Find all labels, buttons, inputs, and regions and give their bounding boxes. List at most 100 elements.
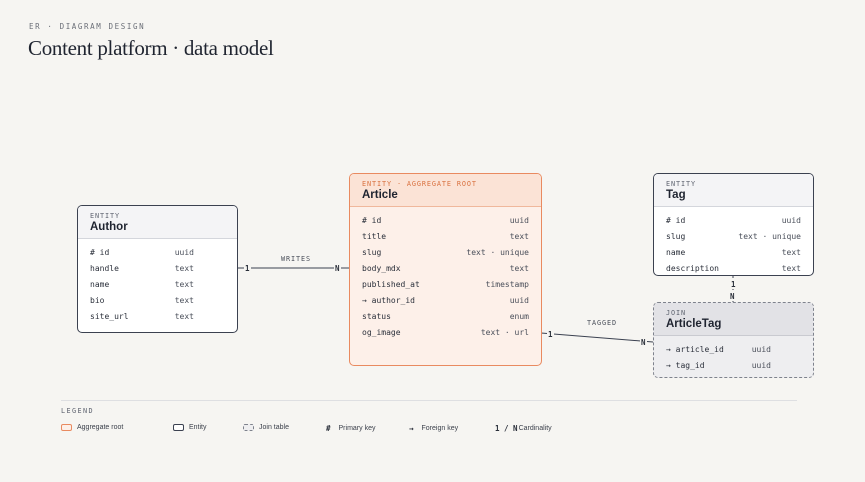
- field-name: status: [362, 311, 391, 321]
- legend-join: Join table: [243, 424, 289, 431]
- legend: Aggregate root Entity Join table # Prima…: [61, 424, 821, 436]
- entity-article-kind: ENTITY · AGGREGATE ROOT: [362, 180, 477, 188]
- field-type: text: [174, 295, 194, 305]
- field-row: title text: [362, 228, 529, 244]
- field-row: name text: [666, 244, 801, 260]
- field-row: bio text: [90, 292, 225, 308]
- legend-entity: Entity: [173, 424, 207, 431]
- legend-divider: [61, 400, 797, 401]
- field-row: status enum: [362, 308, 529, 324]
- cardinality-glyph: 1 / N: [495, 424, 518, 433]
- field-type: uuid: [751, 344, 771, 354]
- field-type: text: [174, 279, 194, 289]
- legend-cardinality: 1 / N Cardinality: [495, 424, 552, 433]
- field-row: slug text · unique: [666, 228, 801, 244]
- arrow-right-icon: →: [409, 424, 414, 433]
- field-type: uuid: [751, 360, 771, 370]
- field-row: # id uuid: [666, 212, 801, 228]
- field-name: name: [666, 247, 686, 257]
- field-name: slug: [362, 247, 382, 257]
- field-row: → tag_id uuid: [666, 357, 801, 373]
- field-name: # id: [90, 247, 110, 257]
- field-type: uuid: [509, 215, 529, 225]
- field-type: text: [509, 231, 529, 241]
- field-name: name: [90, 279, 110, 289]
- legend-aggregate: Aggregate root: [61, 424, 123, 431]
- field-row: → author_id uuid: [362, 292, 529, 308]
- page-title: Content platform · data model: [28, 36, 274, 60]
- writes-to-cardinality: N: [334, 264, 341, 273]
- legend-join-label: Join table: [259, 424, 289, 431]
- legend-card-label: Cardinality: [518, 425, 552, 432]
- tagged-to-cardinality: N: [640, 338, 647, 347]
- field-type: text: [781, 247, 801, 257]
- field-name: # id: [666, 215, 686, 225]
- field-row: description text: [666, 260, 801, 275]
- tag-join-to-cardinality: N: [729, 292, 736, 301]
- field-type: uuid: [509, 295, 529, 305]
- legend-entity-label: Entity: [189, 424, 207, 431]
- field-name: slug: [666, 231, 686, 241]
- field-row: published_at timestamp: [362, 276, 529, 292]
- field-name: og_image: [362, 327, 401, 337]
- field-row: og_image text · url: [362, 324, 529, 340]
- entity-articletag-header: JOIN ArticleTag: [654, 303, 813, 336]
- field-type: text: [509, 263, 529, 273]
- field-name: body_mdx: [362, 263, 401, 273]
- field-type: timestamp: [485, 279, 529, 289]
- entity-tag-header: ENTITY Tag: [654, 174, 813, 207]
- entity-tag-kind: ENTITY: [666, 180, 696, 188]
- writes-label: WRITES: [281, 255, 311, 263]
- field-type: uuid: [781, 215, 801, 225]
- legend-title: LEGEND: [61, 407, 94, 415]
- tagged-line: [540, 332, 654, 343]
- entity-tag[interactable]: ENTITY Tag # id uuid slug text · unique na…: [653, 173, 814, 276]
- legend-fk-label: Foreign key: [421, 425, 459, 432]
- legend-fk: → Foreign key: [409, 424, 458, 433]
- entity-swatch: [173, 424, 184, 431]
- field-type: text · unique: [738, 231, 801, 241]
- field-name: site_url: [90, 311, 129, 321]
- field-row: slug text · unique: [362, 244, 529, 260]
- hash-icon: #: [326, 424, 331, 433]
- field-name: handle: [90, 263, 119, 273]
- aggregate-swatch: [61, 424, 72, 431]
- tagged-label: TAGGED: [587, 319, 617, 327]
- field-name: title: [362, 231, 387, 241]
- field-type: uuid: [174, 247, 194, 257]
- entity-tag-name: Tag: [666, 189, 686, 201]
- entity-article-header: ENTITY · AGGREGATE ROOT Article: [350, 174, 541, 207]
- entity-author-header: ENTITY Author: [78, 206, 237, 239]
- field-name: → tag_id: [666, 360, 705, 370]
- tagged-from-cardinality: 1: [547, 330, 554, 339]
- field-type: text · unique: [466, 247, 529, 257]
- legend-pk-label: Primary key: [338, 425, 376, 432]
- entity-articletag-name: ArticleTag: [666, 318, 722, 330]
- field-type: text · url: [480, 327, 529, 337]
- field-type: text: [781, 263, 801, 273]
- field-name: bio: [90, 295, 105, 305]
- writes-from-cardinality: 1: [244, 264, 251, 273]
- field-row: name text: [90, 276, 225, 292]
- legend-pk: # Primary key: [326, 424, 375, 433]
- entity-author-name: Author: [90, 221, 128, 233]
- field-row: → article_id uuid: [666, 341, 801, 357]
- field-name: → author_id: [362, 295, 415, 305]
- field-name: published_at: [362, 279, 420, 289]
- entity-author-kind: ENTITY: [90, 212, 120, 220]
- tag-join-from-cardinality: 1: [730, 280, 737, 289]
- field-type: enum: [509, 311, 529, 321]
- field-name: description: [666, 263, 719, 273]
- entity-article-name: Article: [362, 189, 398, 201]
- eyebrow: ER · DIAGRAM DESIGN: [29, 22, 146, 31]
- field-name: → article_id: [666, 344, 724, 354]
